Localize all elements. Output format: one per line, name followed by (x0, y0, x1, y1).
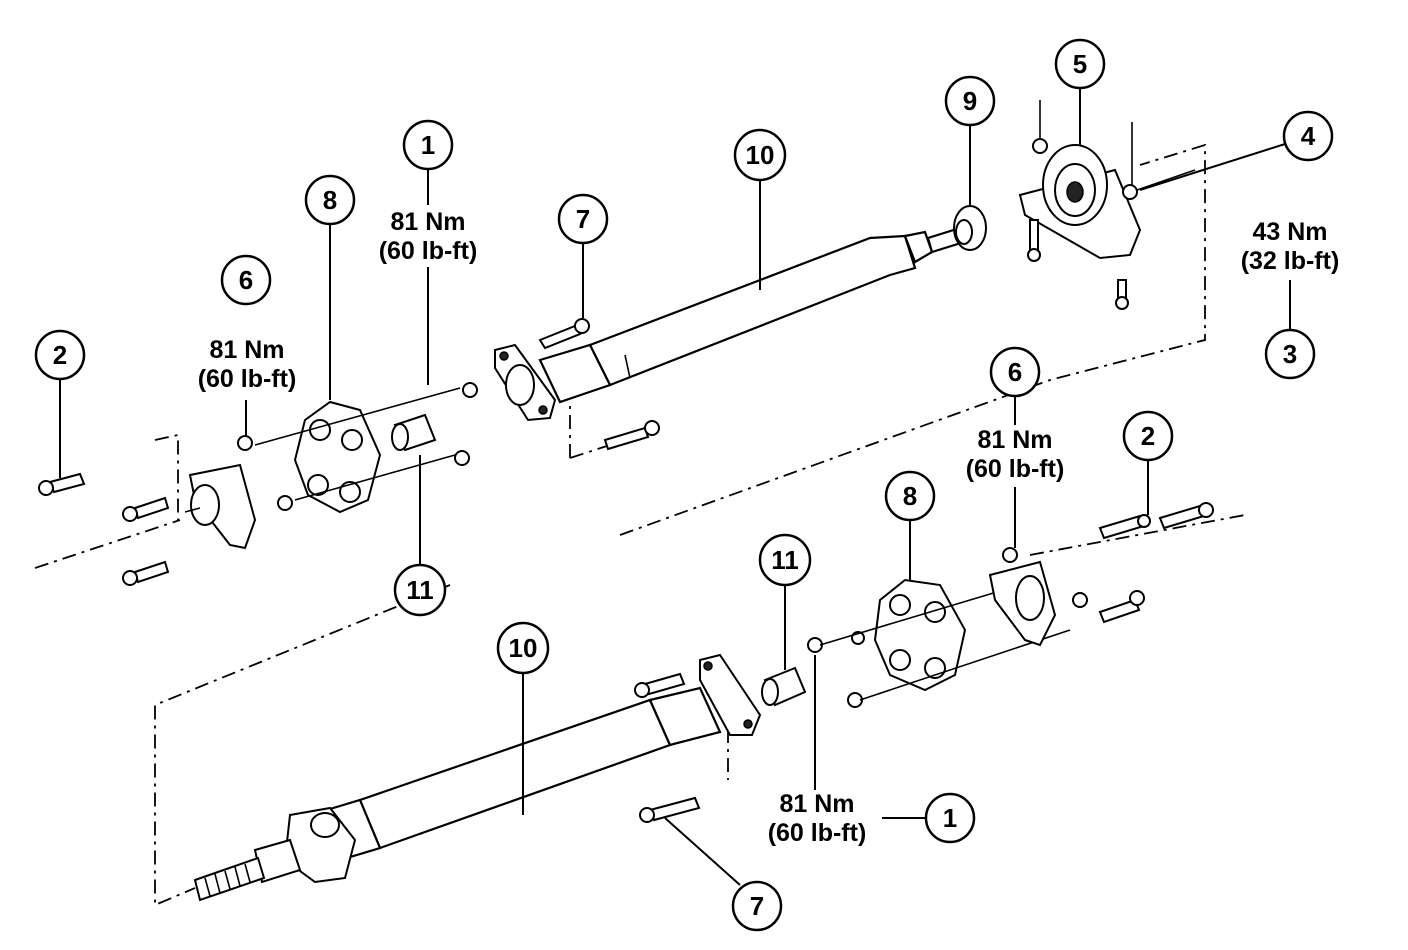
svg-text:(60 lb-ft): (60 lb-ft) (966, 455, 1065, 483)
callout-10-upper: 10 (733, 128, 787, 182)
callout-3: 3 (1264, 328, 1316, 380)
callout-2-right: 2 (1122, 410, 1174, 462)
svg-text:81 Nm: 81 Nm (779, 790, 854, 818)
callout-1-lower: 1 (924, 792, 976, 844)
svg-text:7: 7 (576, 204, 590, 234)
torque-spec-6-lower: 81 Nm (60 lb-ft) (950, 425, 1080, 487)
center-bearing (1018, 100, 1196, 310)
torque-spec-6-upper: 81 Nm (60 lb-ft) (182, 335, 312, 397)
svg-text:81 Nm: 81 Nm (977, 426, 1052, 454)
svg-text:8: 8 (323, 185, 337, 215)
callout-6-upper: 6 (220, 254, 272, 306)
upper-transmission-flange (38, 463, 257, 586)
svg-text:6: 6 (1008, 357, 1022, 387)
torque-spec-3: 43 Nm (32 lb-ft) (1228, 215, 1353, 277)
callout-7-upper: 7 (557, 193, 609, 245)
callout-4: 4 (1282, 110, 1334, 162)
callout-8-upper: 8 (304, 174, 356, 226)
svg-text:5: 5 (1073, 49, 1087, 79)
svg-text:2: 2 (53, 340, 67, 370)
svg-text:81 Nm: 81 Nm (209, 336, 284, 364)
lower-driveshaft (193, 653, 762, 902)
leader-lines (59, 88, 1291, 886)
torque-spec-1-lower: 81 Nm (60 lb-ft) (752, 790, 882, 852)
svg-text:(60 lb-ft): (60 lb-ft) (768, 819, 867, 847)
svg-text:11: 11 (406, 575, 434, 605)
callout-8-lower: 8 (884, 470, 936, 522)
callout-2-left: 2 (34, 329, 86, 381)
upper-driveshaft (494, 205, 987, 451)
svg-text:9: 9 (963, 86, 977, 116)
callout-11-lower: 11 (758, 533, 812, 587)
svg-text:(60 lb-ft): (60 lb-ft) (379, 237, 478, 265)
svg-text:(32 lb-ft): (32 lb-ft) (1241, 247, 1340, 275)
svg-text:1: 1 (943, 803, 957, 833)
svg-text:43 Nm: 43 Nm (1252, 218, 1327, 246)
svg-text:10: 10 (746, 140, 775, 170)
svg-text:7: 7 (750, 891, 764, 921)
torque-spec-1-upper: 81 Nm (60 lb-ft) (362, 205, 492, 267)
callout-10-lower: 10 (496, 621, 550, 675)
svg-text:1: 1 (421, 130, 435, 160)
svg-text:2: 2 (1141, 421, 1155, 451)
callout-1-upper: 1 (402, 119, 454, 171)
svg-text:6: 6 (239, 265, 253, 295)
callout-5: 5 (1054, 38, 1106, 90)
upper-flex-coupling (237, 382, 478, 514)
callout-9: 9 (944, 75, 996, 127)
lower-axle-flange (988, 502, 1214, 647)
svg-text:(60 lb-ft): (60 lb-ft) (198, 365, 297, 393)
svg-text:4: 4 (1301, 121, 1316, 151)
lower-flex-coupling (761, 547, 1088, 708)
svg-text:8: 8 (903, 481, 917, 511)
svg-text:81 Nm: 81 Nm (390, 208, 465, 236)
callout-11-upper: 11 (393, 563, 447, 617)
svg-text:11: 11 (771, 545, 799, 575)
callout-7-lower: 7 (731, 880, 783, 932)
svg-text:3: 3 (1283, 339, 1297, 369)
callout-6-lower: 6 (989, 346, 1041, 398)
upper-centerline (34, 143, 1206, 569)
svg-text:10: 10 (509, 633, 538, 663)
